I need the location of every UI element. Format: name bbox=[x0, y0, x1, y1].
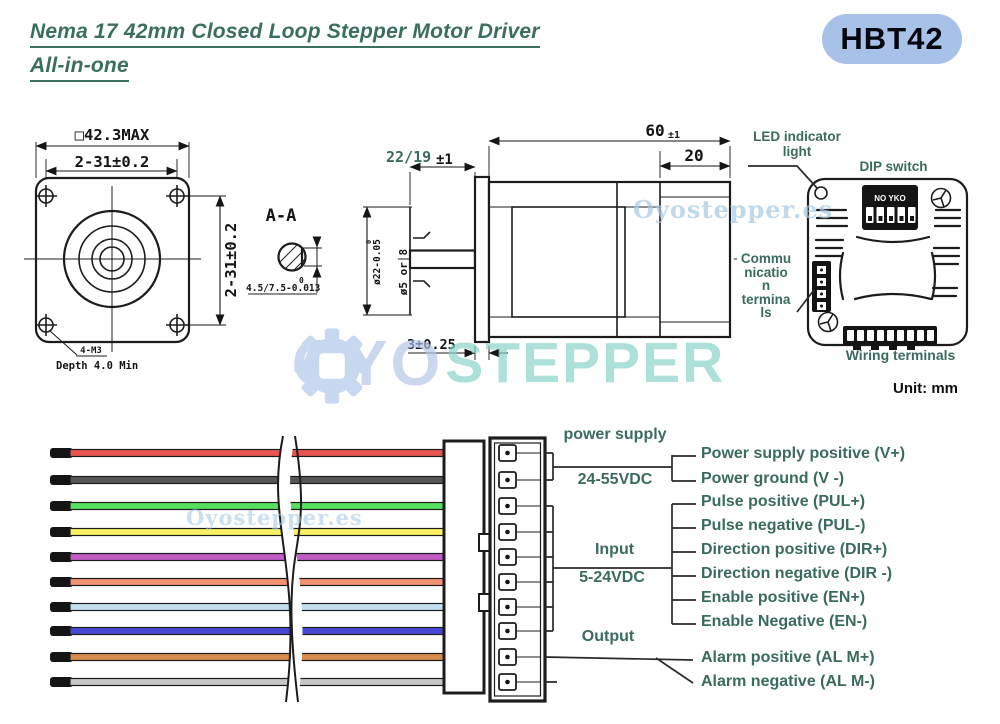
pin-label-pul-plus: Pulse positive (PUL+) bbox=[701, 493, 866, 510]
wire-blue bbox=[69, 626, 445, 636]
driver-rear-view: NO YKO bbox=[748, 165, 969, 350]
input-label: Input bbox=[594, 541, 635, 558]
watermark-text-right: STEPPER bbox=[445, 331, 726, 395]
screw-top-right bbox=[930, 187, 952, 209]
comm-label-line1: Commu bbox=[740, 251, 792, 266]
dip-switch-text: NO YKO bbox=[874, 194, 905, 203]
section-view-drawing: A-A 0 4.5/7.5-0.013 bbox=[246, 206, 322, 295]
depth-note: Depth 4.0 Min bbox=[56, 360, 138, 372]
watermark-logo: OYO STEPPER bbox=[292, 326, 726, 404]
power-group-bracket bbox=[545, 452, 696, 482]
page-title-line1: Nema 17 42mm Closed Loop Stepper Motor D… bbox=[30, 20, 540, 48]
wiring-terminals-label: Wiring terminals bbox=[845, 347, 956, 363]
communication-terminals-label: Commu nicatio n termina ls bbox=[734, 252, 798, 320]
comm-label-line2: nicatio bbox=[744, 264, 788, 280]
wire-black bbox=[69, 475, 445, 485]
pin-label-dir-minus: Direction negative (DIR -) bbox=[701, 565, 893, 582]
power-voltage-label: 24-55VDC bbox=[577, 471, 653, 488]
wiring-terminal-block[interactable] bbox=[843, 326, 937, 350]
dim-body-length: 60 bbox=[645, 121, 664, 140]
dim-square-size: □42.3MAX bbox=[75, 126, 150, 144]
comm-label-line5: ls bbox=[760, 305, 772, 320]
signal-group-lines bbox=[544, 452, 696, 684]
wire-salmon bbox=[69, 577, 445, 587]
output-label: Output bbox=[581, 628, 635, 645]
section-tol-zero: 0 bbox=[299, 276, 304, 285]
section-title: A-A bbox=[266, 206, 297, 226]
pin-label-pul-minus: Pulse negative (PUL-) bbox=[701, 517, 866, 534]
connector-housing bbox=[442, 439, 491, 695]
pin-label-alm-minus: Alarm negative (AL M-) bbox=[701, 673, 875, 690]
pin-label-dir-plus: Direction positive (DIR+) bbox=[701, 541, 888, 558]
led-indicator-label: LED indicator light bbox=[742, 129, 852, 159]
watermark-site-top: Oyostepper.es bbox=[633, 195, 834, 224]
dim-hole-spacing-h: 2-31±0.2 bbox=[75, 153, 150, 171]
wire-harness bbox=[50, 435, 445, 703]
led-indicator bbox=[814, 186, 828, 200]
comm-label-line4: termina bbox=[741, 291, 791, 307]
wire-gray bbox=[69, 677, 445, 687]
output-group-lines bbox=[544, 656, 694, 684]
input-voltage-label: 5-24VDC bbox=[579, 569, 645, 586]
dim-hole-spacing-v: 2-31±0.2 bbox=[222, 223, 240, 298]
mount-holes bbox=[35, 185, 188, 336]
pin-label-alm-plus: Alarm positive (AL M+) bbox=[701, 649, 875, 666]
pin-label-en-minus: Enable Negative (EN-) bbox=[701, 613, 868, 630]
thread-note: 4-M3 bbox=[80, 346, 102, 356]
dim-shaft-dia: ø5 or 8 bbox=[397, 249, 410, 295]
model-badge: HBT42 bbox=[822, 14, 962, 64]
power-supply-label: power supply bbox=[563, 426, 667, 443]
input-group-bracket bbox=[545, 503, 696, 632]
dip-switch[interactable]: NO YKO bbox=[862, 185, 918, 230]
pin-label-v-plus: Power supply positive (V+) bbox=[701, 445, 906, 462]
side-view-drawing: ø22-0.05 0 ø5 or 8 22/19 ±1 60 ±1 20 bbox=[362, 121, 737, 360]
dim-flange-thickness: 3±0.25 bbox=[407, 337, 456, 353]
pin-label-en-plus: Enable positive (EN+) bbox=[701, 589, 866, 606]
comm-label-line3: n bbox=[761, 278, 771, 293]
led-label-line1: LED indicator bbox=[753, 129, 841, 144]
dip-switch-label: DIP switch bbox=[859, 159, 928, 174]
wire-tan bbox=[69, 652, 445, 662]
wire-red bbox=[69, 448, 445, 458]
pin-block bbox=[488, 436, 547, 703]
dim-body-length-tol: ±1 bbox=[668, 130, 680, 141]
wire-light-blue bbox=[69, 602, 445, 612]
section-flat-dim: 4.5/7.5-0.013 bbox=[246, 283, 321, 294]
dim-rear-length: 20 bbox=[684, 146, 703, 165]
dim-shaft-length-tol: ±1 bbox=[436, 152, 453, 168]
dim-pilot-dia: ø22-0.05 bbox=[372, 239, 383, 285]
cable-break-symbol bbox=[278, 436, 303, 702]
page-title-line2: All-in-one bbox=[30, 54, 129, 82]
vent-slots bbox=[814, 208, 962, 301]
unit-note: Unit: mm bbox=[893, 380, 958, 397]
wire-purple bbox=[69, 552, 445, 562]
gear-icon bbox=[294, 328, 370, 404]
communication-terminal[interactable] bbox=[812, 261, 831, 312]
watermark-site-bottom: Oyostepper.es bbox=[186, 505, 363, 530]
page-title: Nema 17 42mm Closed Loop Stepper Motor D… bbox=[30, 20, 540, 88]
dim-pilot-tol-zero: 0 bbox=[365, 240, 373, 244]
front-view-drawing: □42.3MAX 2-31±0.2 2-31±0.2 4-M3 Depth 4.… bbox=[24, 126, 240, 372]
wire-tips bbox=[50, 448, 73, 687]
screw-bottom-left bbox=[817, 311, 839, 333]
led-label-line2: light bbox=[782, 143, 812, 159]
dim-shaft-length: 22/19 bbox=[386, 148, 431, 166]
pin-label-v-minus: Power ground (V -) bbox=[701, 470, 845, 487]
